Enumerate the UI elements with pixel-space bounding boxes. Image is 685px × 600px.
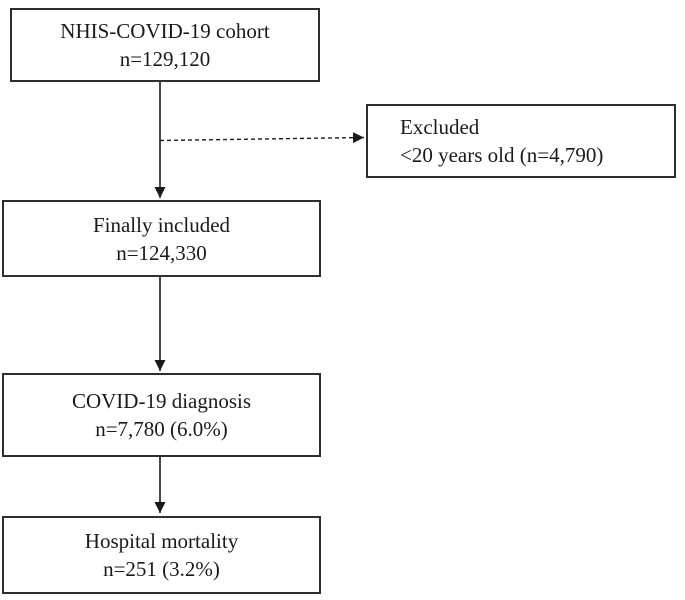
- node-included-title: Finally included: [92, 212, 231, 237]
- node-excluded-title: Excluded: [400, 115, 480, 139]
- node-mortality: Hospital mortality n=251 (3.2%): [2, 516, 321, 594]
- node-diagnosis-count: n=7,780 (6.0%): [95, 417, 228, 441]
- node-excluded: Excluded <20 years old (n=4,790): [366, 104, 676, 178]
- node-cohort-count: n=129,120: [119, 47, 211, 71]
- node-diagnosis-title: COVID-19 diagnosis: [71, 389, 252, 413]
- arrow-dashed-to-excluded: [159, 132, 365, 144]
- node-excluded-detail: <20 years old (n=4,790): [400, 143, 604, 167]
- node-mortality-title: Hospital mortality: [84, 529, 239, 553]
- node-cohort-title: NHIS-COVID-19 cohort: [60, 19, 270, 43]
- node-cohort: NHIS-COVID-19 cohort n=129,120: [10, 8, 320, 82]
- node-mortality-count: n=251 (3.2%): [103, 557, 220, 581]
- node-included: Finally included n=124,330: [2, 200, 321, 277]
- node-diagnosis: COVID-19 diagnosis n=7,780 (6.0%): [2, 373, 321, 457]
- node-included-count: n=124,330: [116, 240, 207, 265]
